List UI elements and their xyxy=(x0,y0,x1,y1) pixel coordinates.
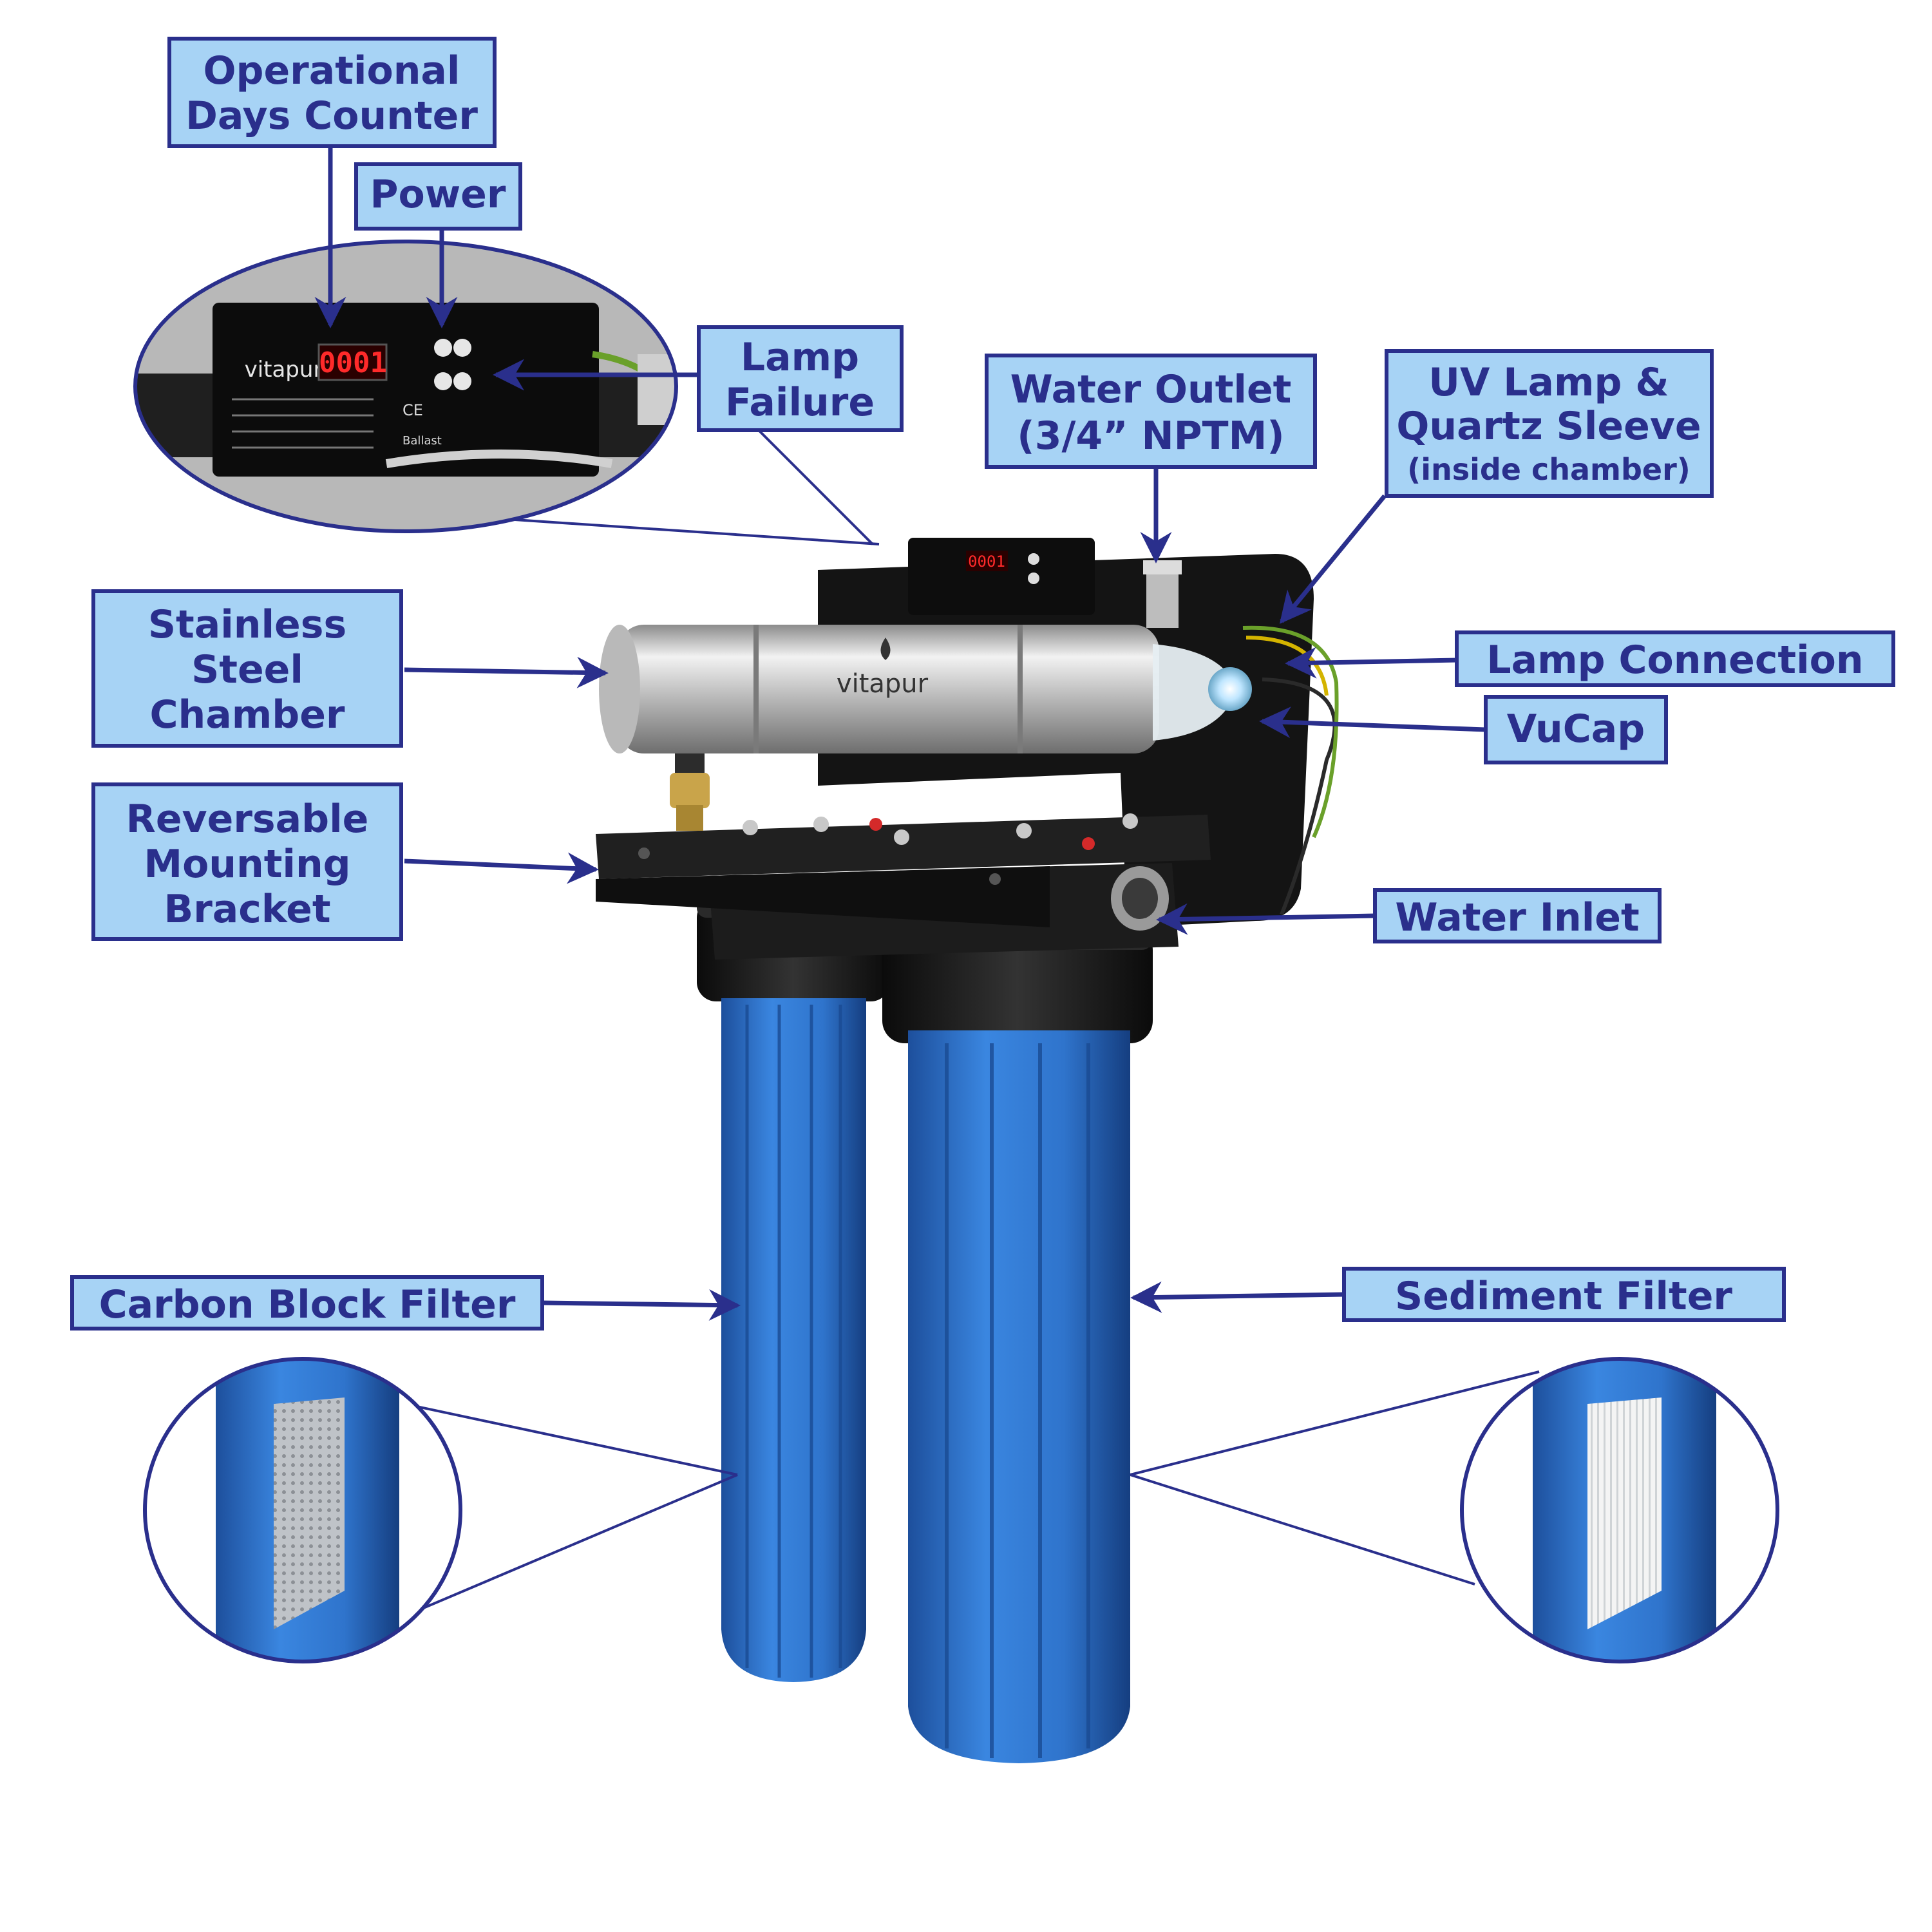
droplet-icon xyxy=(880,638,891,660)
arrow-icon xyxy=(1285,647,1457,679)
label-text: Lamp xyxy=(741,335,859,380)
label-text: Chamber xyxy=(150,692,345,737)
label-text: Quartz Sleeve xyxy=(1396,404,1701,449)
label-text: UV Lamp & xyxy=(1428,360,1669,405)
label-text: Steel xyxy=(191,647,303,692)
annotation-arrows xyxy=(314,146,1486,1321)
days-counter-display: 0001 xyxy=(319,346,387,379)
vucap-cap xyxy=(1153,644,1252,741)
label-text: (inside chamber) xyxy=(1407,452,1690,487)
zoom-circle-outline xyxy=(133,240,678,533)
label-mounting-bracket: Reversable Mounting Bracket xyxy=(91,782,403,941)
zoom-circle-outline xyxy=(1460,1357,1779,1663)
label-power: Power xyxy=(354,162,522,231)
label-lamp-failure: Lamp Failure xyxy=(697,325,904,432)
uv-system-product: vitapur 0001 xyxy=(596,538,1339,1763)
label-text: Mounting xyxy=(144,842,350,887)
controller-brand: vitapur xyxy=(245,357,323,383)
label-text: Reversable xyxy=(126,797,369,842)
label-lamp-connection: Lamp Connection xyxy=(1455,630,1895,687)
label-text: Stainless xyxy=(148,602,346,647)
ballast-mark: Ballast xyxy=(402,434,442,448)
arrow-icon xyxy=(404,656,609,688)
arrow-icon xyxy=(542,1289,741,1321)
label-text: Power xyxy=(370,172,506,217)
pleated-sediment-media xyxy=(1587,1397,1662,1629)
label-text: VuCap xyxy=(1507,706,1645,752)
label-water-outlet: Water Outlet (3/4” NPTM) xyxy=(985,354,1317,469)
label-text: Failure xyxy=(725,380,875,425)
arrow-icon xyxy=(1130,1281,1345,1313)
label-sediment-filter: Sediment Filter xyxy=(1342,1267,1786,1322)
sediment-filter-housing xyxy=(882,927,1153,1763)
arrow-icon xyxy=(1279,494,1387,624)
sediment-zoom-inset xyxy=(1130,1357,1779,1663)
label-uv-lamp: UV Lamp & Quartz Sleeve (inside chamber) xyxy=(1385,349,1714,498)
leader-line-icon xyxy=(755,427,874,545)
label-text: Days Counter xyxy=(185,93,478,138)
label-text: Water Inlet xyxy=(1395,895,1639,940)
label-stainless-chamber: Stainless Steel Chamber xyxy=(91,589,403,748)
carbon-zoom-inset xyxy=(143,1357,738,1663)
carbon-filter-housing xyxy=(697,898,890,1682)
mounting-bracket xyxy=(596,813,1211,927)
leader-line-icon xyxy=(389,1399,738,1476)
label-text: Operational xyxy=(204,48,460,93)
label-text: Water Outlet xyxy=(1010,367,1292,412)
water-outlet-fitting xyxy=(1143,560,1182,628)
stainless-steel-chamber: vitapur xyxy=(599,625,1159,753)
label-operational-days-counter: Operational Days Counter xyxy=(167,37,497,148)
arrow-icon xyxy=(404,852,599,884)
power-indicator-icon xyxy=(434,339,452,357)
leader-line-icon xyxy=(395,1473,738,1621)
controller-small-counter: 0001 xyxy=(968,553,1005,571)
arrow-icon xyxy=(1156,903,1376,935)
leader-line-icon xyxy=(1130,1473,1475,1586)
lamp-failure-indicator-icon xyxy=(434,372,452,390)
leader-line-icon xyxy=(495,517,880,545)
label-text: Bracket xyxy=(164,887,330,932)
label-text: Lamp Connection xyxy=(1486,638,1863,683)
chamber-brand: vitapur xyxy=(837,669,929,699)
label-text: Carbon Block Filter xyxy=(99,1282,516,1327)
label-water-inlet: Water Inlet xyxy=(1373,888,1662,943)
ce-mark: CE xyxy=(402,401,423,419)
controller-zoom-inset: vitapur 0001 CE Ballast xyxy=(133,240,880,545)
label-text: (3/4” NPTM) xyxy=(1017,413,1284,459)
leader-line-icon xyxy=(1130,1370,1540,1476)
carbon-block-media xyxy=(274,1397,345,1629)
controller-small: 0001 xyxy=(908,538,1095,615)
water-inlet-port xyxy=(1111,866,1169,931)
label-carbon-filter: Carbon Block Filter xyxy=(70,1275,544,1331)
arrow-icon xyxy=(1259,706,1486,739)
label-text: Sediment Filter xyxy=(1395,1274,1732,1319)
zoom-circle-outline xyxy=(143,1357,462,1663)
label-vucap: VuCap xyxy=(1484,695,1668,764)
callout-labels: Operational Days Counter Power Lamp Fail… xyxy=(70,37,1895,1331)
